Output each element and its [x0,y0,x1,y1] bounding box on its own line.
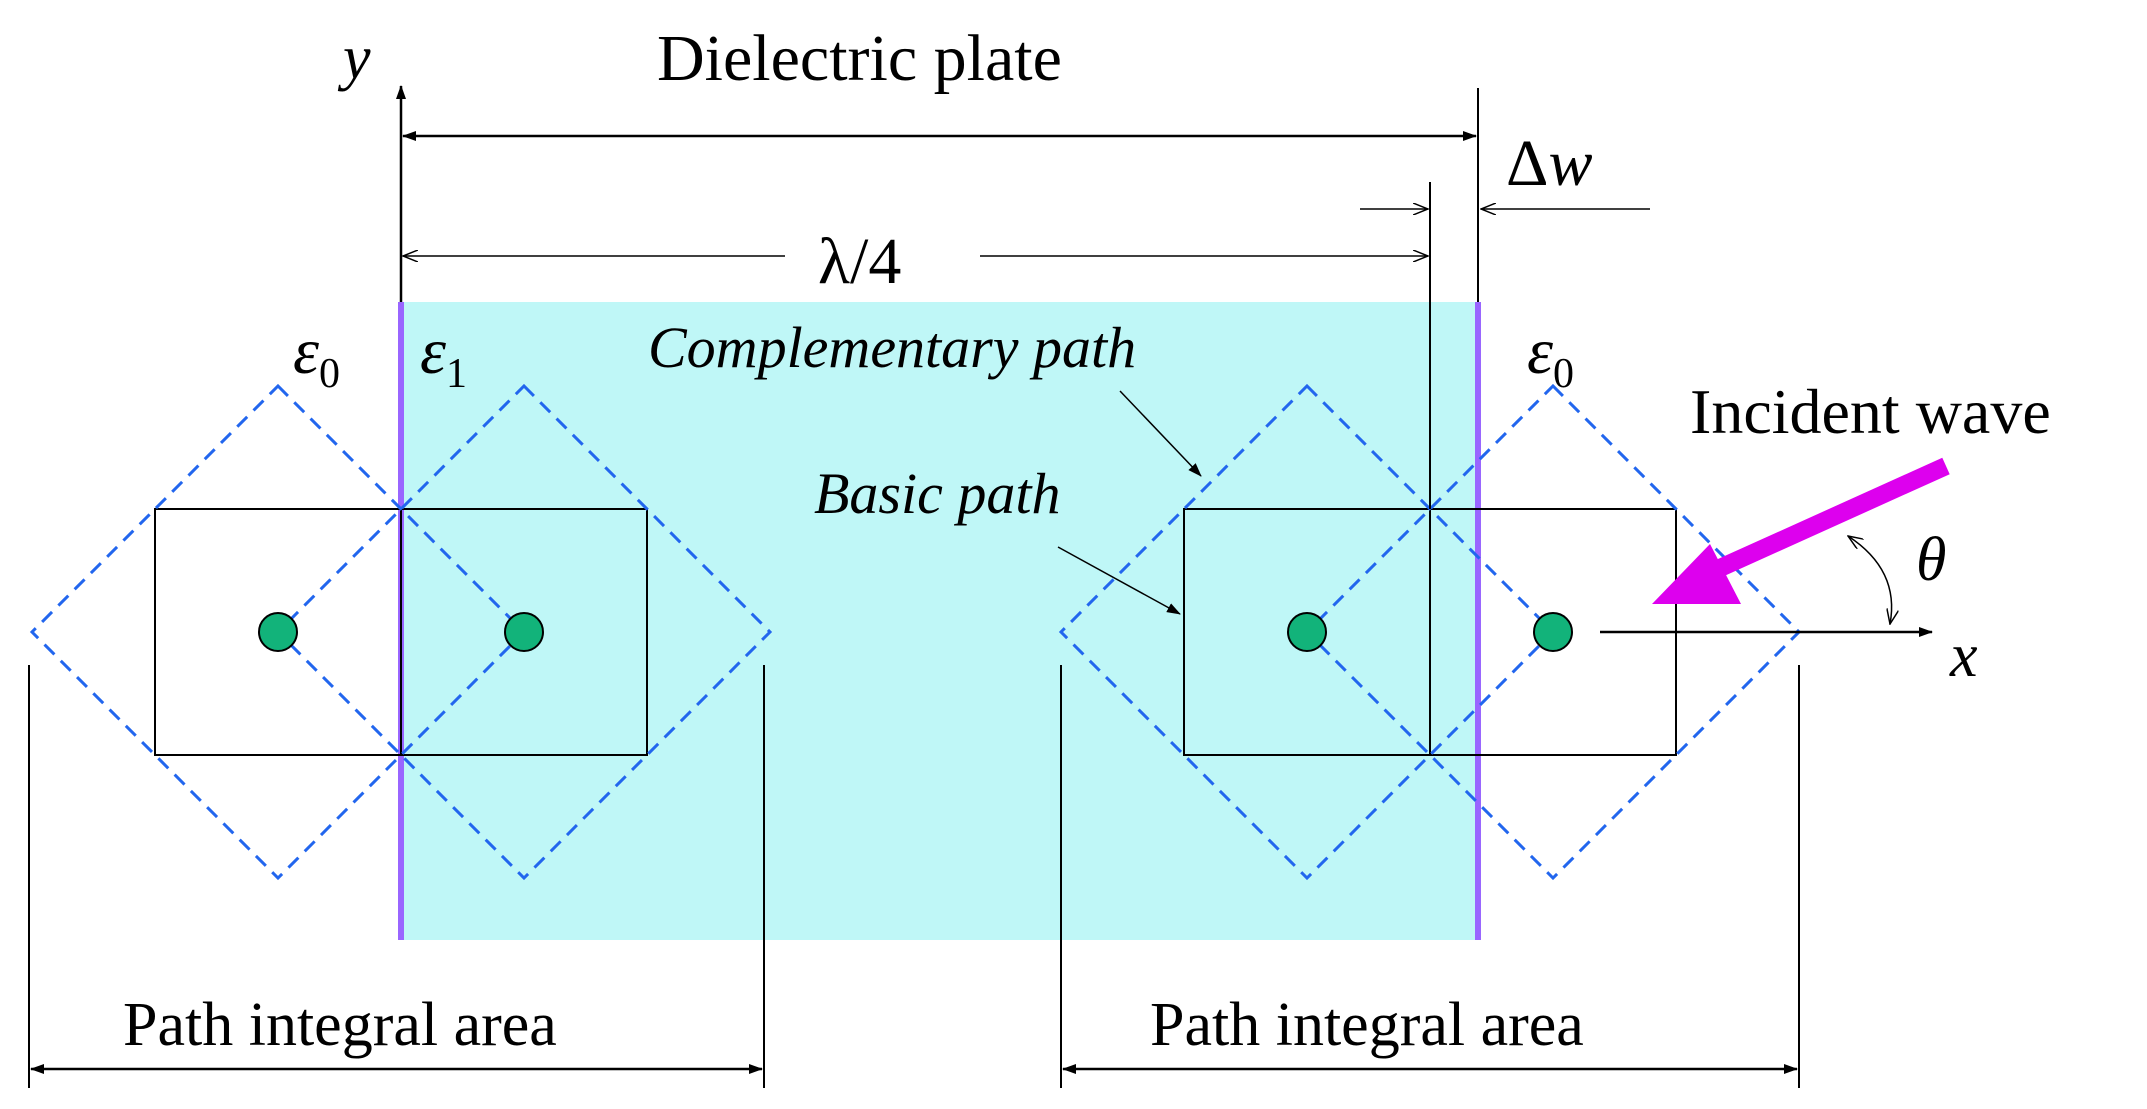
complementary-path-pointer [1119,390,1202,477]
complementary-path-diamond-right-2 [1304,383,1802,881]
node-right-1 [1287,612,1327,652]
complementary-path-diamond-left-2 [275,383,773,881]
theta-label: θ [1916,526,1946,594]
node-left-2 [504,612,544,652]
delta-w-label: Δw [1506,127,1592,200]
lambda-quarter-label: λ/4 [818,225,901,298]
incident-wave-arrowhead [1652,544,1741,604]
node-right-2 [1533,612,1573,652]
dielectric-plate-label: Dielectric plate [657,22,1062,95]
node-left-1 [258,612,298,652]
complementary-path-label: Complementary path [648,315,1136,380]
x-axis-label: x [1949,622,1978,690]
basic-path-pointer [1057,546,1181,615]
complementary-path-diamond-right-1 [1058,383,1556,881]
basic-path-label: Basic path [814,461,1060,526]
path-integral-left-label: Path integral area [123,991,557,1059]
epsilon-1: ε1 [420,315,467,397]
theta-angle-arc [1848,536,1892,624]
basic-path-cells [154,508,1677,756]
epsilon-0-left: ε0 [293,315,340,397]
complementary-path-diamond-left-1-full [29,383,527,881]
y-axis-label: y [337,24,371,92]
epsilon-0-right: ε0 [1527,315,1574,397]
incident-wave-arrow-shaft [1716,457,1950,577]
path-integral-right-label: Path integral area [1150,991,1584,1059]
incident-wave-label: Incident wave [1690,376,2051,447]
grid-nodes [258,612,1573,652]
basic-path-cell-left-2 [400,508,648,756]
complementary-path-diamonds [29,383,1802,881]
